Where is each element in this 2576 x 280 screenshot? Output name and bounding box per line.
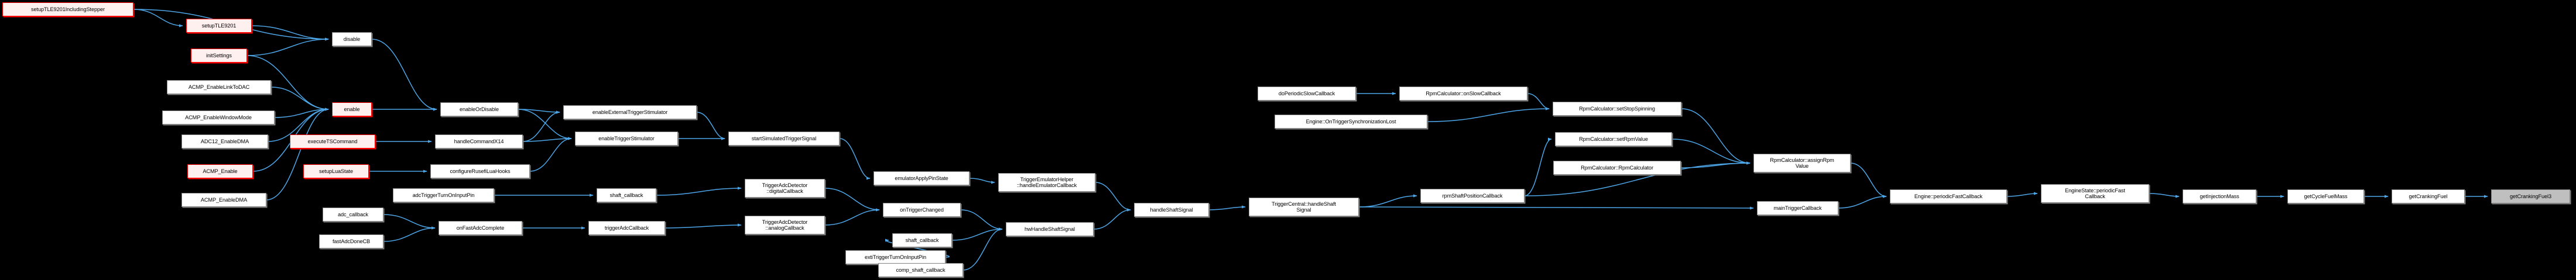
graph-node-initsettings[interactable]: initSettings	[191, 49, 247, 63]
edge-triggercentral-handleshaftsignal-to-maintriggercallback	[1358, 206, 1754, 210]
edge-acmp-enablewindowmode-to-enable	[274, 108, 329, 118]
edge-engine-periodicfastcallback-to-enginestate-periodicfastcallback	[2006, 192, 2038, 197]
graph-node-engine-periodicfastcallback[interactable]: Engine::periodicFastCallback	[1890, 189, 2007, 203]
edge-enableexternaltriggerstimulator-to-startsimulatedtriggersignal	[696, 112, 725, 140]
graph-node-doperiodicslowcallback[interactable]: doPeriodicSlowCallback	[1258, 87, 1356, 101]
graph-node-fastadcdonecb[interactable]: fastAdcDoneCB	[319, 234, 383, 248]
graph-node-triggeradcdetector-digitalcallback[interactable]: TriggerAdcDetector ::digitalCallback	[745, 179, 825, 198]
edge-rpmshaftpositioncallback-to-rpmcalculator-setrpmvalue	[1524, 137, 1552, 196]
graph-node-executetscommand[interactable]: executeTSCommand	[290, 134, 375, 148]
edge-triggeremulatorhelper-handleemulatorcallback-to-handleshaftsignal	[1095, 182, 1131, 212]
graph-node-setuptle9201includingstepper[interactable]: setupTLE9201IncludingStepper	[2, 2, 133, 16]
graph-node-startsimulatedtriggersignal[interactable]: startSimulatedTriggerSignal	[728, 132, 840, 146]
graph-node-acmp-enablelinktodac[interactable]: ACMP_EnableLinkToDAC	[167, 80, 271, 94]
edge-initsettings-to-disable	[246, 37, 329, 56]
graph-node-triggeradcdetector-analogcallback[interactable]: TriggerAdcDetector ::analogCallback	[745, 216, 825, 234]
edge-acmp-enabledma-to-enable	[266, 108, 329, 201]
graph-node-engine-ontriggersynchronizationlost[interactable]: Engine::OnTriggerSynchronizationLost	[1275, 115, 1427, 129]
edge-shaft-callback-2-to-hwhandleshaftsignal	[951, 227, 1003, 241]
graph-node-extitriggerturnoninputpin[interactable]: extiTriggerTurnOnInputPin	[845, 250, 946, 264]
edge-handlecommandx14-to-enabletriggerstimulator	[522, 137, 572, 142]
edge-enginestate-periodicfastcallback-to-getinjectionmass	[2149, 193, 2180, 198]
graph-node-enginestate-periodicfastcallback[interactable]: EngineState::periodicFast Callback	[2041, 184, 2149, 203]
edge-rpmcalculator-onslowcallback-to-rpmcalculator-setstopspinning	[1527, 93, 1550, 110]
graph-node-triggeremulatorhelper-handleemulatorcallback[interactable]: TriggerEmulatorHelper ::handleEmulatorCa…	[998, 173, 1095, 192]
edge-rpmcalculator-rpmcalculator-to-rpmcalculator-assignrpmvalue	[1680, 161, 1751, 168]
graph-node-adctriggerturnoninputpin[interactable]: adcTriggerTurnOnInputPin	[393, 188, 494, 202]
edge-disable-to-enableordisable	[371, 39, 437, 111]
graph-node-enabletriggerstimulator[interactable]: enableTriggerStimulator	[575, 132, 678, 146]
graph-node-shaft-callback-2[interactable]: shaft_callback	[892, 233, 952, 247]
graph-node-getcyclefuelmass[interactable]: getCycleFuelMass	[2287, 189, 2364, 203]
edge-triggeradcdetector-analogcallback-to-ontriggerchanged	[824, 208, 880, 226]
graph-node-adc12-enabledma[interactable]: ADC12_EnableDMA	[181, 134, 268, 148]
edge-acmp-enablelinktodac-to-enable	[270, 87, 329, 111]
edge-triggercentral-handleshaftsignal-to-rpmshaftpositioncallback	[1358, 194, 1417, 208]
edge-adc-callback-to-onfastadccomplete	[383, 214, 436, 230]
graph-node-getinjectionmass[interactable]: getInjectionMass	[2183, 189, 2256, 203]
edge-engine-ontriggersynchronizationlost-to-rpmcalculator-setstopspinning	[1427, 107, 1550, 122]
graph-node-handleshaftsignal[interactable]: handleShaftSignal	[1134, 203, 1209, 217]
graph-node-rpmcalculator-onslowcallback[interactable]: RpmCalculator::onSlowCallback	[1399, 87, 1527, 101]
edge-triggeradcdetector-digitalcallback-to-ontriggerchanged	[824, 188, 880, 212]
graph-node-enable[interactable]: enable	[332, 102, 372, 116]
edge-rpmcalculator-setstopspinning-to-rpmcalculator-assignrpmvalue	[1681, 108, 1751, 165]
edge-handleshaftsignal-to-triggercentral-handleshaftsignal	[1208, 205, 1246, 210]
graph-node-rpmcalculator-setstopspinning[interactable]: RpmCalculator::setStopSpinning	[1553, 102, 1681, 116]
graph-node-rpmshaftpositioncallback[interactable]: rpmShaftPositionCallback	[1420, 189, 1525, 203]
edge-emulatorapplypinstate-to-triggeremulatorhelper-handleemulatorcallback	[969, 178, 995, 184]
graph-node-acmp-enablewindowmode[interactable]: ACMP_EnableWindowMode	[162, 110, 275, 125]
graph-node-triggeradccallback[interactable]: triggerAdcCallback	[588, 221, 665, 235]
edge-rpmcalculator-assignrpmvalue-to-engine-periodicfastcallback	[1850, 163, 1887, 198]
edge-handlecommandx14-to-enableexternaltriggerstimulator	[522, 110, 560, 142]
edge-setuptle9201-to-disable	[251, 25, 329, 41]
edge-triggeradccallback-to-triggeradcdetector-analogcallback	[664, 223, 742, 229]
edge-ontriggerchanged-to-hwhandleshaftsignal	[960, 209, 1003, 231]
graph-node-comp-shaft-callback[interactable]: comp_shaft_callback	[878, 263, 963, 277]
graph-node-rpmcalculator-assignrpmvalue[interactable]: RpmCalculator::assignRpm Value	[1753, 154, 1851, 172]
graph-node-getcrankingfuel3[interactable]: getCrankingFuel3	[2491, 189, 2570, 203]
edge-configurerusefiluahooks-to-enabletriggerstimulator	[529, 137, 572, 172]
graph-node-acmp-enabledma[interactable]: ACMP_EnableDMA	[181, 193, 266, 207]
graph-node-enableordisable[interactable]: enableOrDisable	[440, 102, 518, 116]
graph-node-onfastadccomplete[interactable]: onFastAdcComplete	[439, 221, 522, 235]
graph-node-configurerusefiluahooks[interactable]: configureRusefiLuaHooks	[430, 164, 530, 178]
graph-node-setupluastate[interactable]: setupLuaState	[303, 164, 369, 178]
graph-node-shaft-callback-1[interactable]: shaft_callback	[597, 188, 656, 202]
edge-startsimulatedtriggersignal-to-emulatorapplypinstate	[839, 138, 871, 180]
graph-node-setuptle9201[interactable]: setupTLE9201	[186, 19, 252, 33]
graph-node-getcrankingfuel[interactable]: getCrankingFuel	[2392, 189, 2465, 203]
edge-comp-shaft-callback-to-hwhandleshaftsignal	[962, 227, 1003, 271]
edge-setuptle9201includingstepper-to-setuptle9201	[133, 9, 183, 27]
edge-enableordisable-to-enableexternaltriggerstimulator	[518, 109, 560, 114]
graph-node-acmp-enable[interactable]: ACMP_Enable	[187, 164, 253, 178]
edge-rpmcalculator-setrpmvalue-to-rpmcalculator-assignrpmvalue	[1671, 139, 1751, 165]
edge-hwhandleshaftsignal-to-handleshaftsignal	[1093, 208, 1131, 230]
graph-node-rpmcalculator-rpmcalculator[interactable]: RpmCalculator::RpmCalculator	[1553, 161, 1681, 175]
edge-fastadcdonecb-to-onfastadccomplete	[383, 226, 436, 242]
graph-node-emulatorapplypinstate[interactable]: emulatorApplyPinState	[873, 171, 970, 185]
graph-node-ontriggerchanged[interactable]: onTriggerChanged	[883, 203, 961, 217]
graph-node-hwhandleshaftsignal[interactable]: hwHandleShaftSignal	[1006, 222, 1094, 236]
edge-maintriggercallback-to-engine-periodicfastcallback	[1838, 195, 1887, 209]
graph-node-rpmcalculator-setrpmvalue[interactable]: RpmCalculator::setRpmValue	[1555, 132, 1672, 146]
edge-shaft-callback-1-to-triggeradcdetector-digitalcallback	[656, 186, 742, 196]
graph-node-enableexternaltriggerstimulator[interactable]: enableExternalTriggerStimulator	[563, 105, 697, 119]
graph-node-handlecommandx14[interactable]: handleCommandX14	[435, 134, 523, 148]
graph-node-adc-callback[interactable]: adc_callback	[323, 208, 383, 222]
graph-node-maintriggercallback[interactable]: mainTriggerCallback	[1757, 201, 1838, 215]
graph-node-disable[interactable]: disable	[332, 32, 372, 46]
graph-node-triggercentral-handleshaftsignal[interactable]: TriggerCentral::handleShaft Signal	[1249, 198, 1359, 216]
